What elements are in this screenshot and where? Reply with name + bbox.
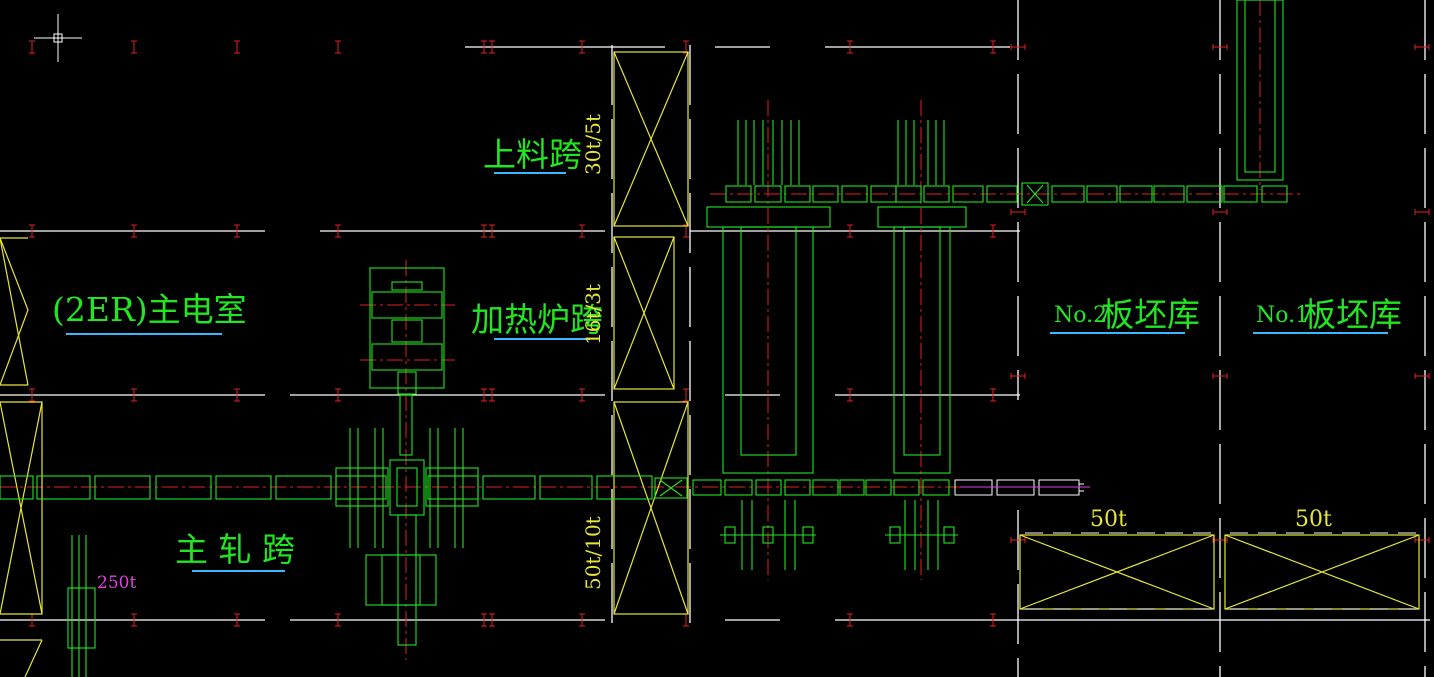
crane-box-main-left <box>0 401 43 677</box>
label-slab-yard-1-name: 板坯库 <box>1303 295 1402 334</box>
roller-segment <box>895 185 922 203</box>
crane-symbols <box>0 51 1420 677</box>
area-labels: (2ER)主电室 上料跨 加热炉跨 主 轧 跨 No.2 板坯库 No.1 板坯… <box>52 135 1402 572</box>
roller-segment <box>784 185 811 203</box>
label-furnace-bay: 加热炉跨 <box>471 300 603 339</box>
label-main-electrical-room: (2ER)主电室 <box>52 290 247 329</box>
upper-roller-table <box>725 185 1288 203</box>
crane-box-slab-yard-2 <box>1019 534 1215 610</box>
slab-transfer-rack <box>1236 0 1284 181</box>
crane-labels: 30t/5t 16t/3t 50t/10t 50t 50t <box>581 114 1332 590</box>
slab-press <box>67 535 96 677</box>
roller-segment <box>1086 185 1118 203</box>
crane-label-main: 50t/10t <box>581 516 605 590</box>
transfer-car-1 <box>654 477 688 499</box>
crane-box-furnace <box>613 236 675 390</box>
roller-segment <box>952 185 984 203</box>
roller-segment <box>1153 185 1185 203</box>
crosshair-cursor-icon <box>34 14 82 62</box>
roller-segment <box>784 479 811 496</box>
roller-segment <box>754 185 782 203</box>
transfer-car-2 <box>1021 182 1049 206</box>
column-grid-ticks <box>29 40 1430 627</box>
crane-label-loading: 30t/5t <box>581 114 605 175</box>
roller-segment <box>923 185 950 203</box>
building-walls <box>0 46 1430 621</box>
roller-segment <box>155 475 212 500</box>
label-slab-yard-1-no: No.1 <box>1256 303 1309 328</box>
roller-segment <box>692 479 722 496</box>
roller-segment <box>841 185 868 203</box>
reheating-furnace-1 <box>706 206 831 474</box>
roller-segment <box>0 475 34 500</box>
roller-segment <box>1223 185 1258 203</box>
crane-label-furnace: 16t/3t <box>581 284 605 345</box>
roller-segment <box>812 479 839 496</box>
roller-segment <box>539 475 593 500</box>
roller-segment <box>275 475 332 500</box>
roller-segment <box>1051 185 1085 203</box>
label-loading-bay: 上料跨 <box>483 135 582 174</box>
roller-segment <box>724 479 753 496</box>
furnace-pushers <box>720 120 958 570</box>
slab-yard-crane-rails <box>1025 532 1418 610</box>
roller-segment <box>1186 185 1223 203</box>
roller-segment <box>812 185 839 203</box>
roller-segment <box>1261 185 1288 203</box>
column-lines <box>611 0 1426 677</box>
roller-segment <box>755 479 782 496</box>
roller-segment <box>922 479 950 496</box>
crane-box-slab-yard-1 <box>1224 534 1420 610</box>
crane-label-slab-yard-2: 50t <box>1090 507 1127 532</box>
label-slab-yard-2-no: No.2 <box>1054 303 1107 328</box>
crane-box-electrical-left <box>0 237 29 386</box>
roller-segment <box>482 475 536 500</box>
roller-segment <box>1119 185 1153 203</box>
roller-segment <box>725 185 752 203</box>
furnace-roller-table <box>692 479 950 496</box>
roller-segment <box>893 479 920 496</box>
crane-label-slab-yard-1: 50t <box>1295 507 1332 532</box>
roller-segment <box>596 475 653 500</box>
crane-box-loading <box>613 51 689 227</box>
label-main-rolling-bay: 主 轧 跨 <box>175 530 295 569</box>
roller-segment <box>986 185 1018 203</box>
press-capacity-label: 250t <box>97 573 136 593</box>
crane-box-main <box>613 401 689 615</box>
roller-segment <box>215 475 272 500</box>
rolling-mill-equipment <box>0 0 1288 677</box>
roller-segment <box>839 479 865 496</box>
label-slab-yard-2-name: 板坯库 <box>1101 295 1200 334</box>
roller-segment <box>94 475 151 500</box>
roller-segment <box>865 479 892 496</box>
reheating-furnace-2 <box>877 206 967 474</box>
roller-segment <box>36 475 91 500</box>
roughing-mill-stand <box>335 267 479 646</box>
